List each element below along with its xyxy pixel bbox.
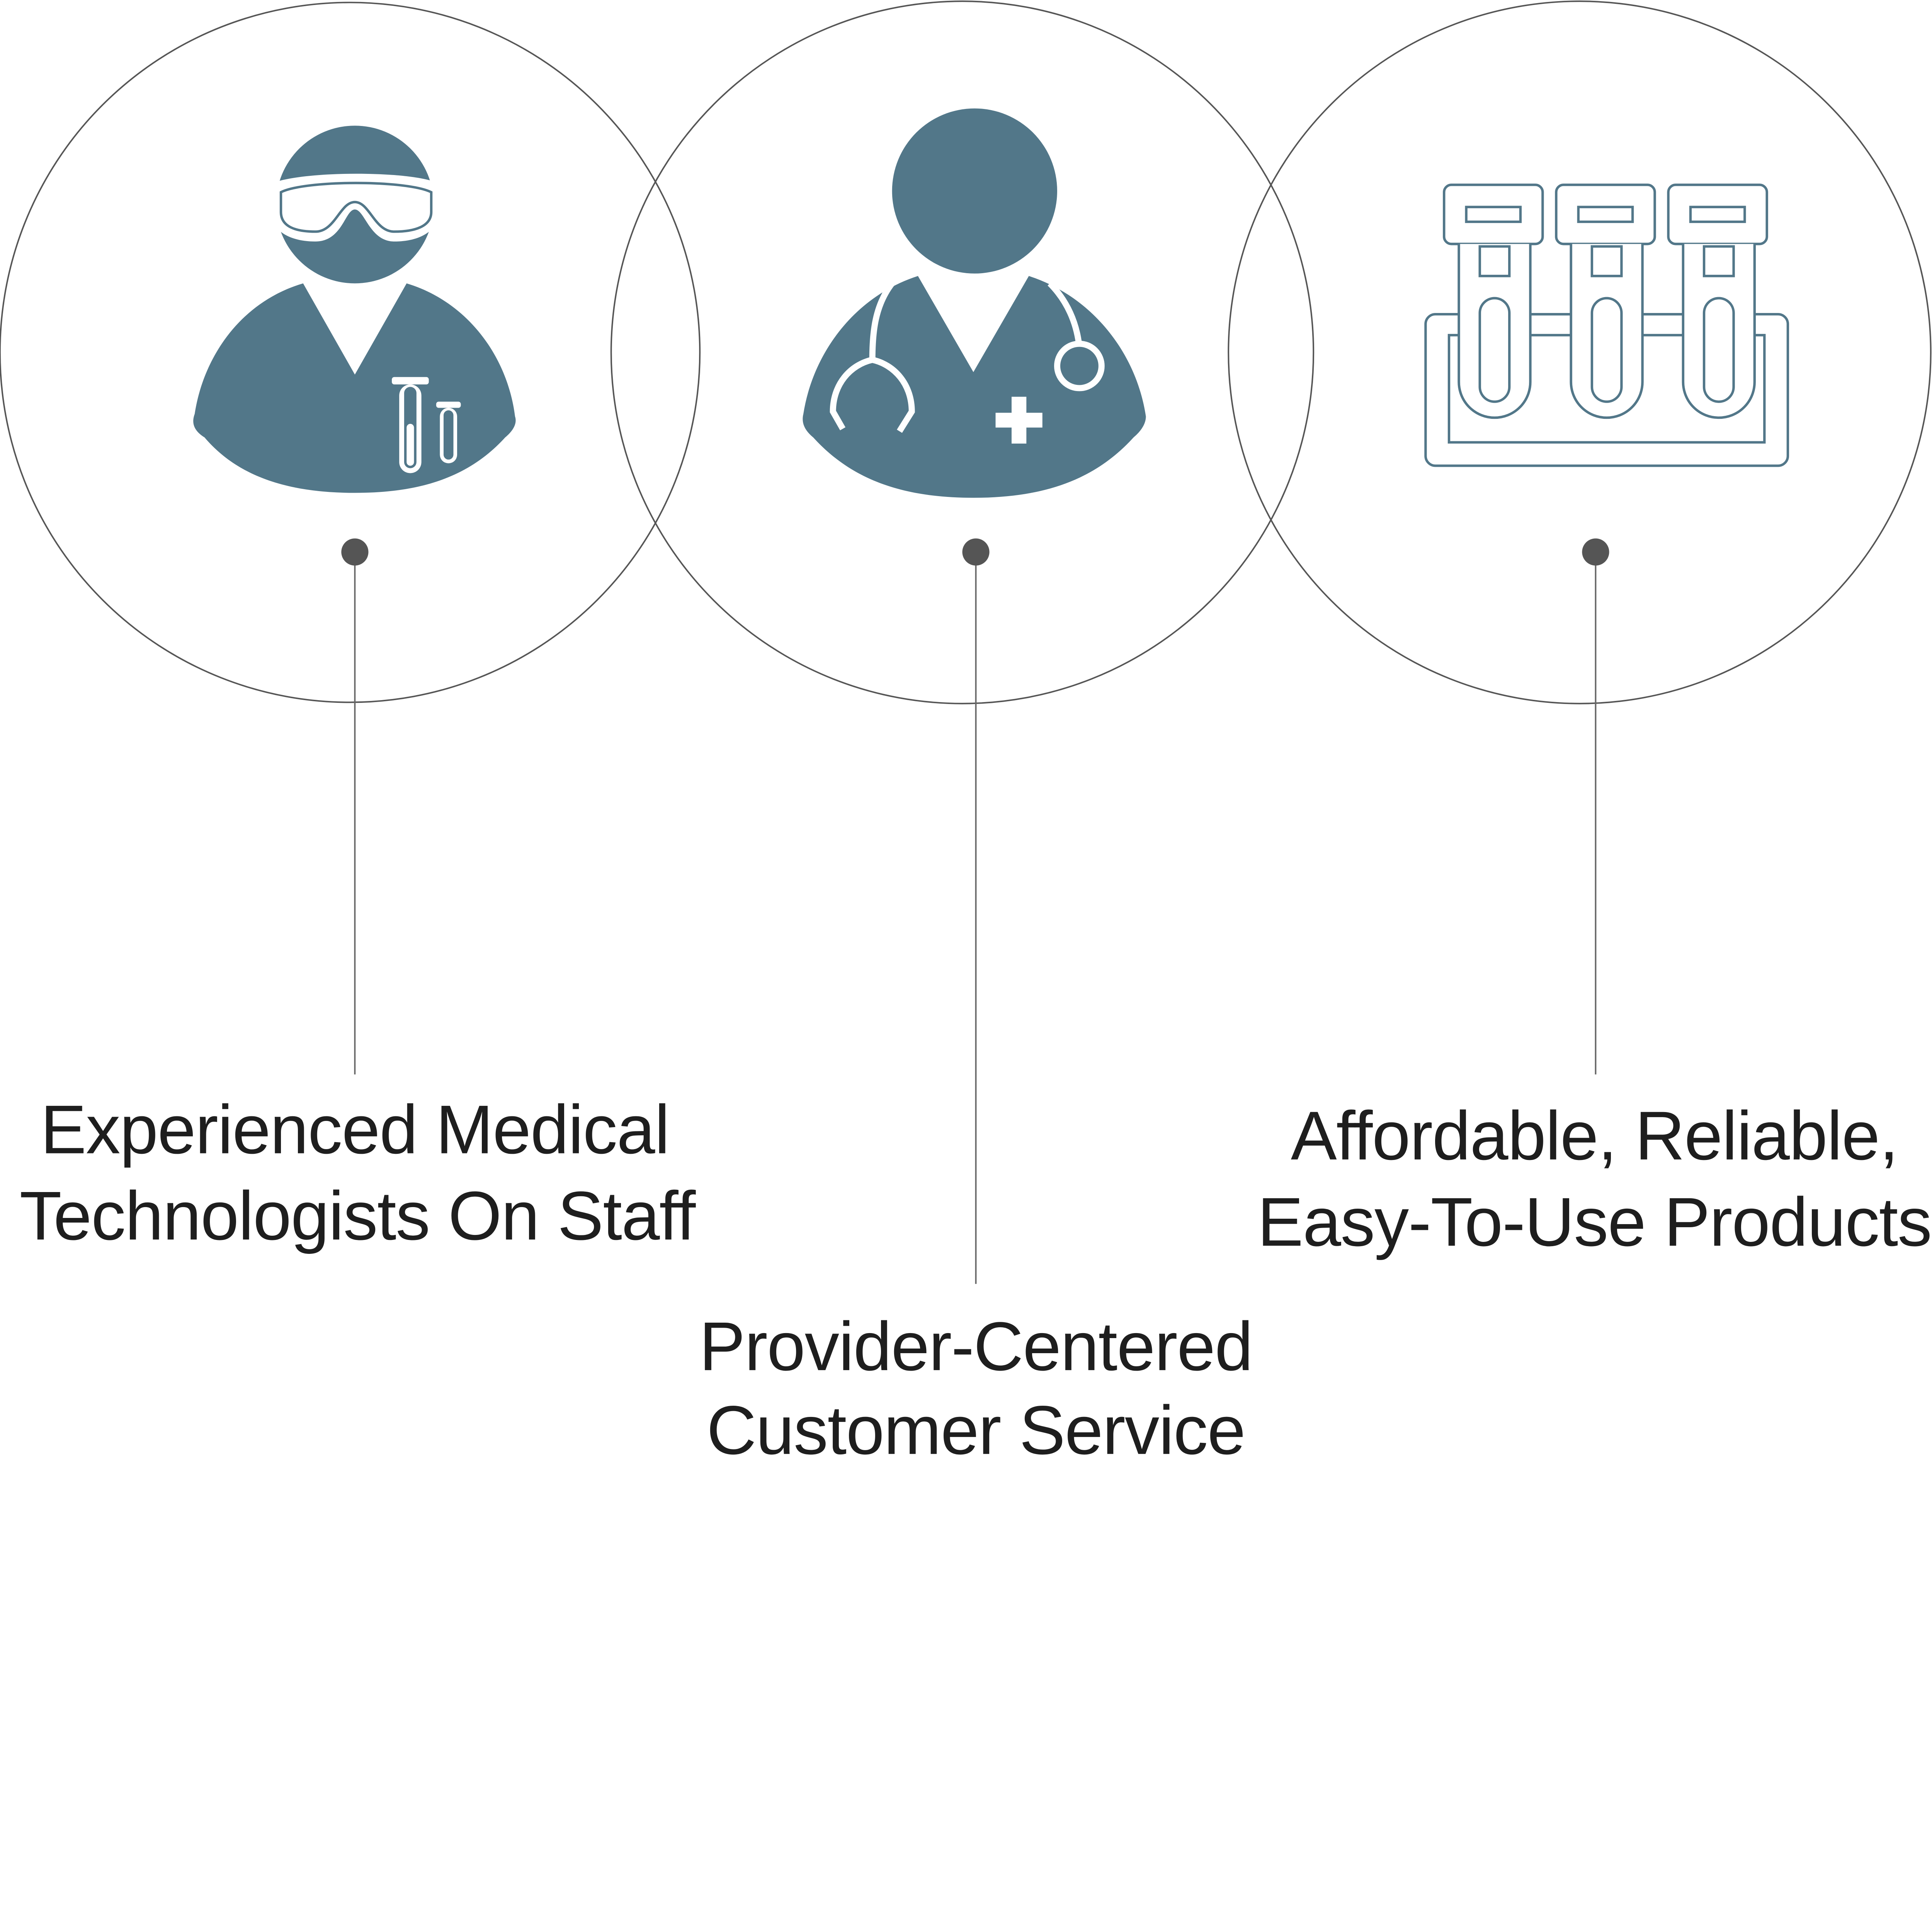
test-tube-rack-icon [1424,184,1789,467]
feature-1-caption-line-1: Experienced Medical [41,1091,669,1168]
feature-ring-2 [610,0,1315,704]
feature-3-caption-line-1: Affordable, Reliable, [1291,1097,1898,1174]
feature-1-caption-line-2: Technologists On Staff [20,1177,696,1254]
lab-technician-goggles-icon [193,126,516,493]
marker-dot-2 [962,538,990,566]
feature-2-caption-line-2: Customer Service [707,1391,1245,1469]
feature-ring-3 [1228,0,1932,704]
marker-dot-1 [341,538,369,566]
marker-dot-3 [1582,538,1609,566]
feature-2-caption-line-1: Provider-Centered [699,1308,1253,1385]
feature-3-caption-line-2: Easy-To-Use Products [1257,1183,1931,1260]
features-diagram: Experienced Medical Technologists On Sta… [0,0,1932,1469]
doctor-stethoscope-icon [803,108,1146,498]
feature-ring-1 [0,2,701,703]
